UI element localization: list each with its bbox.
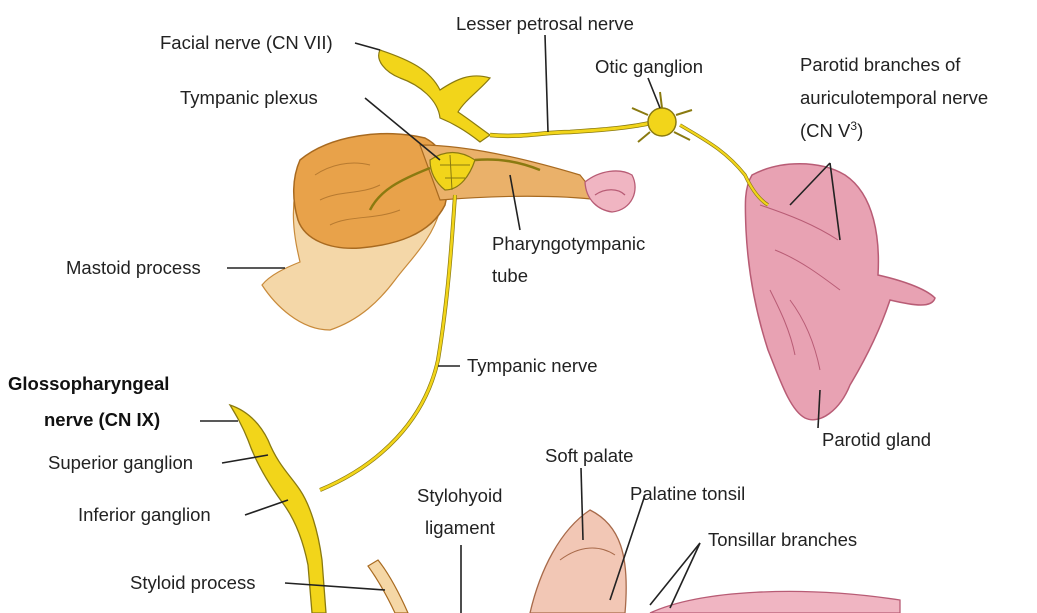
parotid-gland-illustration	[745, 164, 935, 420]
label-parotid-branches-line3: (CN V3)	[800, 119, 863, 141]
label-tympanic-plexus: Tympanic plexus	[180, 87, 318, 108]
otic-ganglion-illustration	[632, 92, 692, 142]
label-parotid-gland: Parotid gland	[822, 429, 931, 450]
label-facial-nerve: Facial nerve (CN VII)	[160, 32, 333, 53]
label-styloid-process: Styloid process	[130, 572, 255, 593]
label-stylohyoid-line1: Stylohyoid	[417, 485, 502, 506]
label-palatine-tonsil: Palatine tonsil	[630, 483, 745, 504]
facial-nerve-illustration	[379, 50, 490, 142]
label-stylohyoid-line2: ligament	[425, 517, 495, 538]
label-otic-ganglion: Otic ganglion	[595, 56, 703, 77]
label-glossopharyngeal-line1: Glossopharyngeal	[8, 373, 169, 394]
label-pharyngotympanic-line1: Pharyngotympanic	[492, 233, 645, 254]
label-soft-palate: Soft palate	[545, 445, 633, 466]
label-parotid-branches-line2: auriculotemporal nerve	[800, 87, 988, 108]
mastoid-process-illustration	[262, 134, 448, 330]
label-inferior-ganglion: Inferior ganglion	[78, 504, 211, 525]
styloid-process-illustration	[368, 560, 408, 613]
label-superior-ganglion: Superior ganglion	[48, 452, 193, 473]
label-parotid-branches-cn: (CN V	[800, 120, 851, 141]
soft-palate-illustration	[530, 510, 900, 613]
label-parotid-branches-line1: Parotid branches of	[800, 54, 961, 75]
label-tonsillar-branches: Tonsillar branches	[708, 529, 857, 550]
label-glossopharyngeal-line2: nerve (CN IX)	[44, 409, 160, 430]
label-pharyngotympanic-line2: tube	[492, 265, 528, 286]
label-tympanic-nerve: Tympanic nerve	[467, 355, 598, 376]
label-lesser-petrosal-nerve: Lesser petrosal nerve	[456, 13, 634, 34]
label-mastoid-process: Mastoid process	[66, 257, 201, 278]
label-parotid-branches-close: )	[857, 120, 863, 141]
